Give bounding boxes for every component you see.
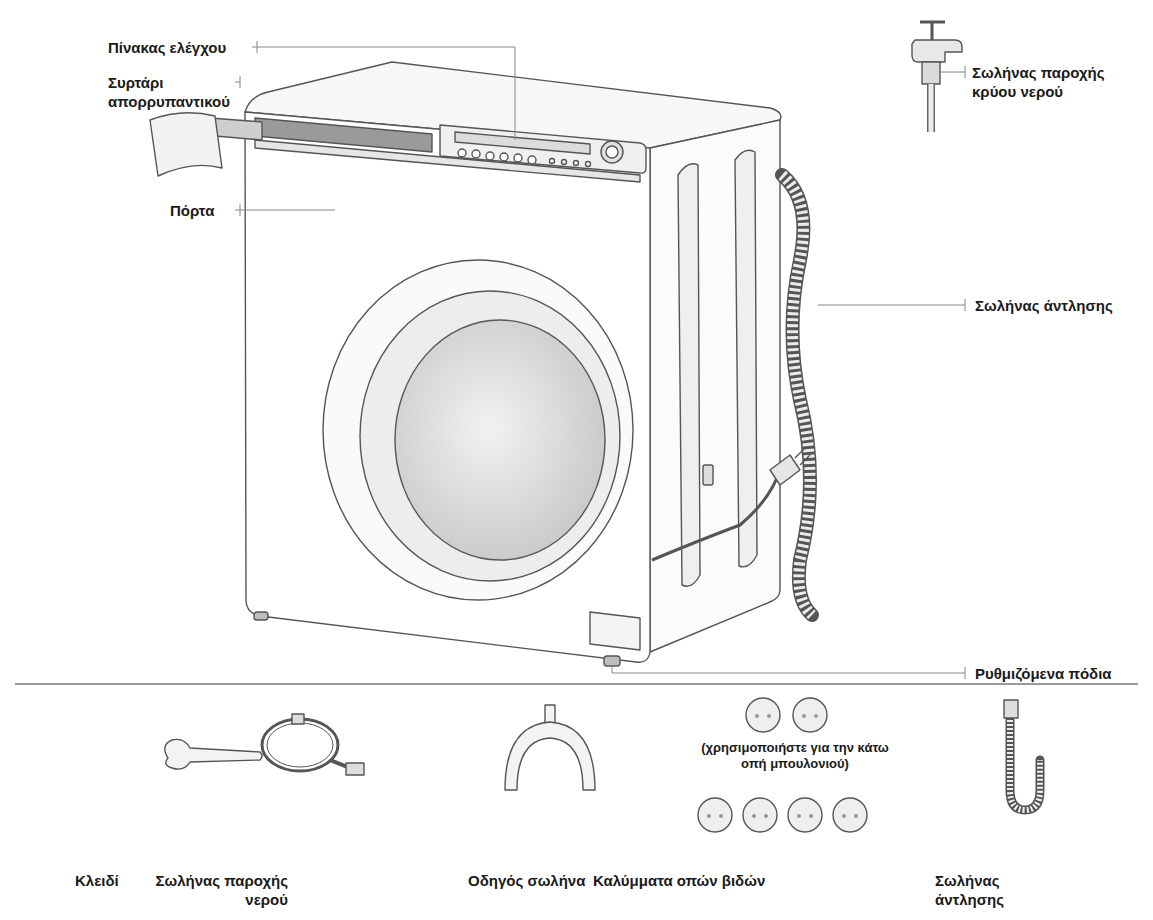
program-knob	[601, 141, 623, 163]
part-label: Ρυθμιζόμενα πόδια	[975, 664, 1145, 683]
hose-guide	[505, 705, 595, 790]
door-ring	[323, 260, 633, 600]
adjustable-foot	[254, 612, 268, 620]
door-frame	[360, 291, 620, 581]
drawer-front	[150, 113, 222, 176]
note-text: (χρησιμοποιήστε για την κάτω οπή μπουλον…	[700, 740, 890, 772]
accessory-label: Σωλήνας παροχής νερού	[148, 871, 288, 909]
machine-front	[245, 112, 650, 662]
accessory-label: Κλειδί	[75, 871, 135, 890]
accessory-label: Σωλήνας άντλησης	[935, 871, 1045, 909]
faucet-handle	[920, 22, 945, 40]
machine-side	[650, 120, 780, 652]
control-panel	[440, 125, 646, 173]
water-hose-coil	[262, 714, 364, 775]
power-cord	[652, 470, 780, 560]
door-glass	[395, 320, 605, 560]
program-knob	[606, 146, 618, 158]
adjustable-foot	[604, 656, 620, 666]
part-label: Σωλήνας παροχής κρύου νερού	[972, 63, 1142, 101]
accessory-label: Καλύμματα οπών βιδών	[593, 871, 783, 890]
hose-connector	[922, 62, 940, 84]
power-plug	[770, 448, 810, 485]
cold-water-hose	[927, 84, 935, 132]
leader-lines	[235, 41, 965, 679]
faucet	[912, 40, 962, 62]
separator-line	[15, 683, 1138, 685]
kick-plate	[590, 612, 640, 650]
drain-hose-accessory	[1004, 700, 1040, 810]
accessory-label: Οδηγός σωλήνα	[468, 871, 588, 890]
part-label: Σωλήνας άντλησης	[975, 296, 1145, 315]
wrench	[165, 739, 262, 769]
side-handle	[703, 465, 713, 485]
side-recess	[735, 150, 757, 567]
drain-hose	[782, 175, 812, 615]
panel-buttons	[458, 149, 591, 167]
part-label: Πόρτα	[170, 201, 240, 220]
part-label: Συρτάρι απορρυπαντικού	[108, 73, 238, 111]
part-label: Πίνακας ελέγχου	[108, 38, 258, 57]
side-recess	[678, 164, 700, 587]
